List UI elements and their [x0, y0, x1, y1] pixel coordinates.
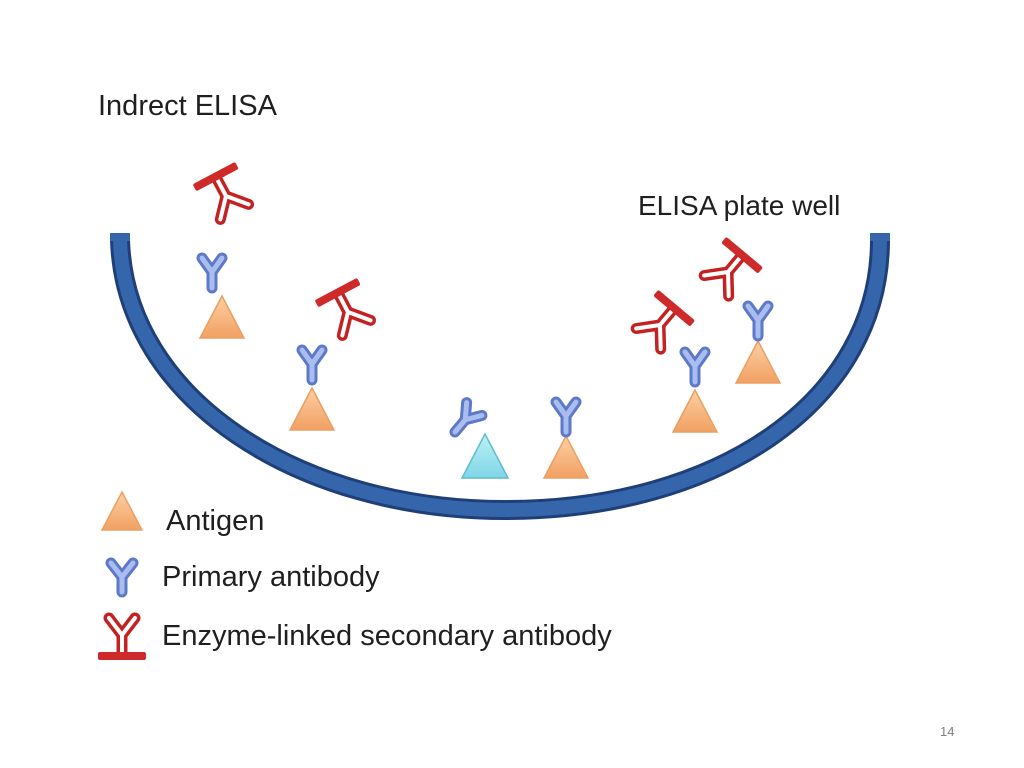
plate-well-right-rim: [870, 233, 890, 241]
page-number: 14: [940, 724, 955, 739]
antigen-3: [543, 435, 589, 479]
secondary-antibody-5: [698, 237, 763, 302]
primary-antibody-3: [556, 402, 576, 432]
legend-secondary-antibody-icon: [98, 612, 146, 660]
secondary-antibody-1: [193, 162, 256, 223]
legend-antigen-icon: [100, 490, 144, 531]
diagram-title: Indrect ELISA: [98, 90, 277, 122]
legend-primary-antibody-icon: [105, 557, 139, 598]
primary-antibody-1: [202, 258, 222, 288]
unbound-antigen: [460, 432, 510, 479]
antigen-2: [289, 387, 335, 431]
legend-antigen-label: Antigen: [166, 505, 265, 537]
free-primary-antibody: [447, 403, 482, 439]
secondary-antibody-4: [630, 290, 695, 355]
legend-primary-antibody-label: Primary antibody: [162, 561, 380, 593]
antigen-5: [735, 340, 781, 384]
plate-well-label: ELISA plate well: [638, 190, 841, 221]
plate-well-left-rim: [110, 233, 130, 241]
antigen-1: [199, 295, 245, 339]
antigen-4: [672, 389, 718, 433]
primary-antibody-4: [685, 352, 705, 382]
legend-secondary-antibody-label: Enzyme-linked secondary antibody: [162, 620, 612, 652]
primary-antibody-2: [302, 350, 322, 380]
primary-antibody-5: [748, 306, 768, 336]
secondary-antibody-2: [315, 278, 378, 339]
